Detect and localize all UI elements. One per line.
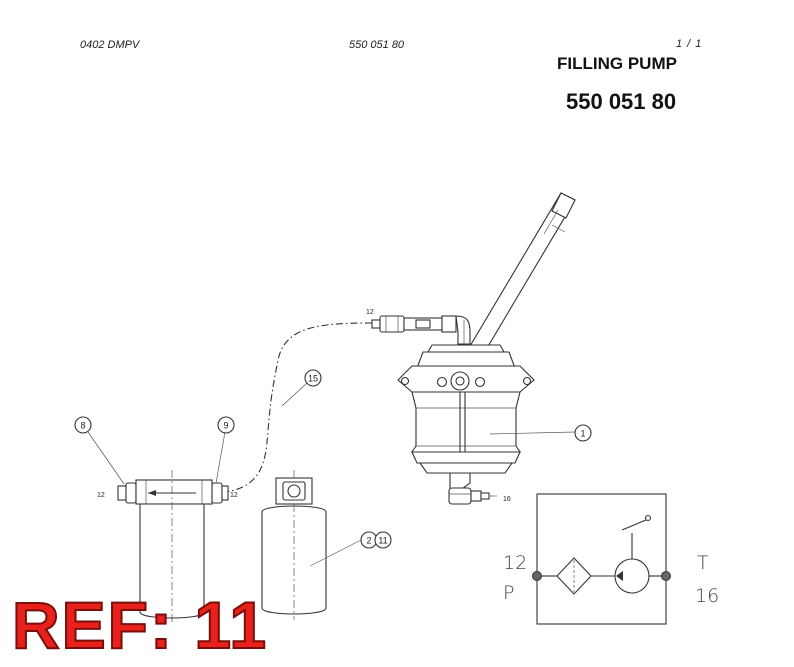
dim-16: 16 bbox=[503, 496, 511, 503]
callout-15: 15 bbox=[304, 369, 322, 387]
svg-text:2: 2 bbox=[366, 536, 371, 546]
drawing-title: FILLING PUMP bbox=[557, 54, 677, 73]
svg-text:15: 15 bbox=[308, 374, 318, 384]
svg-text:9: 9 bbox=[223, 421, 228, 431]
hand-pump bbox=[397, 344, 576, 505]
page-indicator: 1 / 1 bbox=[676, 38, 703, 50]
schematic-label-12: 12 bbox=[503, 552, 527, 574]
callout-1: 1 bbox=[574, 424, 592, 442]
callout-9: 9 bbox=[217, 416, 235, 434]
dim-12-top: 12 bbox=[366, 309, 374, 316]
svg-text:11: 11 bbox=[378, 536, 387, 546]
dim-12-left: 12 bbox=[97, 492, 105, 499]
hydraulic-schematic: 12 P T 16 bbox=[503, 493, 719, 625]
hose-line bbox=[225, 322, 373, 493]
schematic-label-t: T bbox=[697, 552, 709, 574]
pump-inlet-fitting bbox=[371, 315, 471, 345]
schematic-label-p: P bbox=[503, 582, 514, 604]
ref-label: REF: 11 bbox=[11, 588, 269, 662]
schematic-label-16: 16 bbox=[695, 585, 719, 607]
part-number: 550 051 80 bbox=[566, 89, 677, 114]
header-part-number: 550 051 80 bbox=[349, 39, 405, 51]
callout-11: 11 bbox=[374, 531, 392, 549]
right-filter-assembly bbox=[261, 470, 362, 620]
svg-text:8: 8 bbox=[80, 421, 85, 431]
doc-code: 0402 DMPV bbox=[80, 39, 140, 51]
left-filter-assembly bbox=[87, 431, 229, 622]
callout-8: 8 bbox=[74, 416, 92, 434]
svg-text:1: 1 bbox=[580, 429, 585, 439]
dim-12-right: 12 bbox=[230, 492, 238, 499]
